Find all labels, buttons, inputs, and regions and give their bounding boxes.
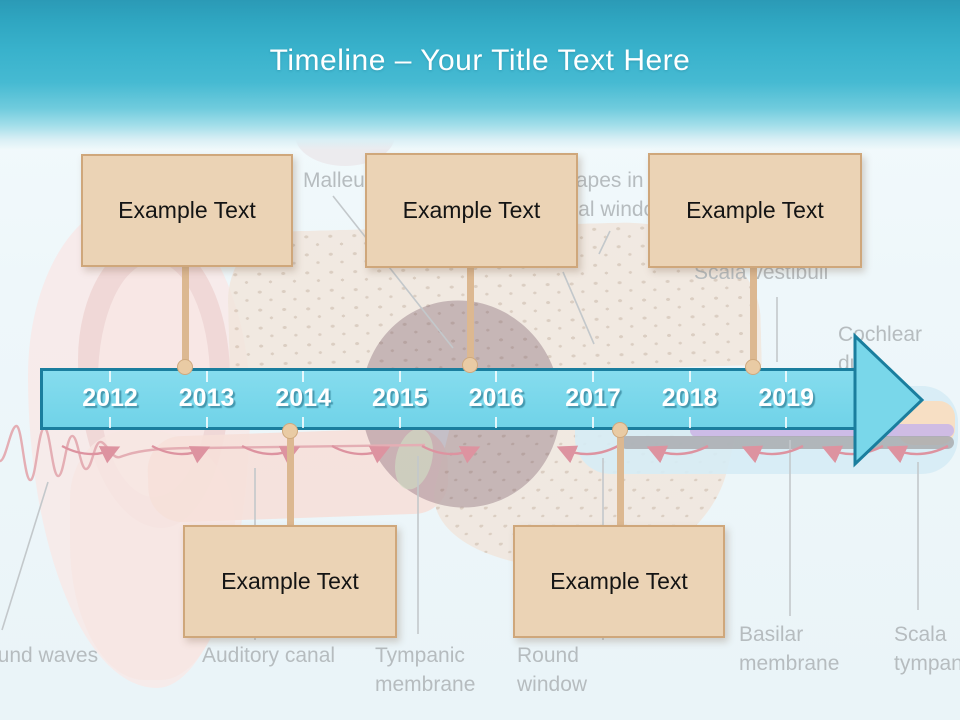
year-label-2015: 2015 xyxy=(371,384,428,412)
milestone-box-4[interactable]: Example Text xyxy=(183,525,397,638)
bg-label-round-window: Round window xyxy=(517,644,588,696)
anchor-dot xyxy=(745,359,761,375)
timeline-tick xyxy=(109,417,111,428)
timeline-tick xyxy=(109,371,111,382)
timeline-tick xyxy=(688,417,691,428)
bg-label-sound-waves: Sound waves xyxy=(0,644,99,667)
timeline-tick xyxy=(495,417,498,428)
timeline-tick xyxy=(785,371,788,382)
bg-label-scala-tympani: Scala tympani xyxy=(894,623,960,675)
timeline-tick xyxy=(398,371,401,382)
timeline-tick xyxy=(302,371,305,382)
anchor-dot xyxy=(282,423,298,439)
milestone-box-5[interactable]: Example Text xyxy=(513,525,725,638)
timeline-tick xyxy=(592,417,594,428)
timeline-tick xyxy=(398,417,401,428)
bg-label-basilar-membrane: Basilar membrane xyxy=(739,623,840,675)
cochlea-gray-strip xyxy=(620,436,954,449)
year-label-2012: 2012 xyxy=(82,384,138,412)
year-label-2013: 2013 xyxy=(178,384,235,412)
anchor-dot xyxy=(612,422,628,438)
year-label-2014: 2014 xyxy=(275,384,331,412)
timeline-tick xyxy=(205,417,208,428)
year-label-2016: 2016 xyxy=(468,384,525,412)
timeline-tick xyxy=(302,417,305,428)
bg-label-auditory-canal: Auditory canal xyxy=(202,644,336,667)
timeline-tick xyxy=(205,371,208,382)
timeline-tick xyxy=(688,371,691,382)
year-label-2019: 2019 xyxy=(758,384,814,412)
anchor-dot xyxy=(177,359,193,375)
bg-label-tympanic-membrane: Tympanic membrane xyxy=(375,644,476,696)
anchor-dot xyxy=(462,357,478,373)
year-label-2017: 2017 xyxy=(565,384,621,412)
timeline-tick xyxy=(592,371,594,382)
milestone-box-1[interactable]: Example Text xyxy=(81,154,293,267)
milestone-box-3[interactable]: Example Text xyxy=(648,153,862,268)
timeline-tick xyxy=(785,417,788,428)
connector-line xyxy=(182,266,189,370)
timeline-bar xyxy=(40,368,860,430)
connector-line xyxy=(287,428,294,527)
timeline-tick xyxy=(495,371,498,382)
connector-line xyxy=(617,428,624,527)
year-label-2018: 2018 xyxy=(661,384,718,412)
milestone-box-2[interactable]: Example Text xyxy=(365,153,578,268)
connector-line xyxy=(467,266,474,370)
connector-line xyxy=(750,266,757,370)
bg-label-malleus: Malleus xyxy=(303,169,376,192)
